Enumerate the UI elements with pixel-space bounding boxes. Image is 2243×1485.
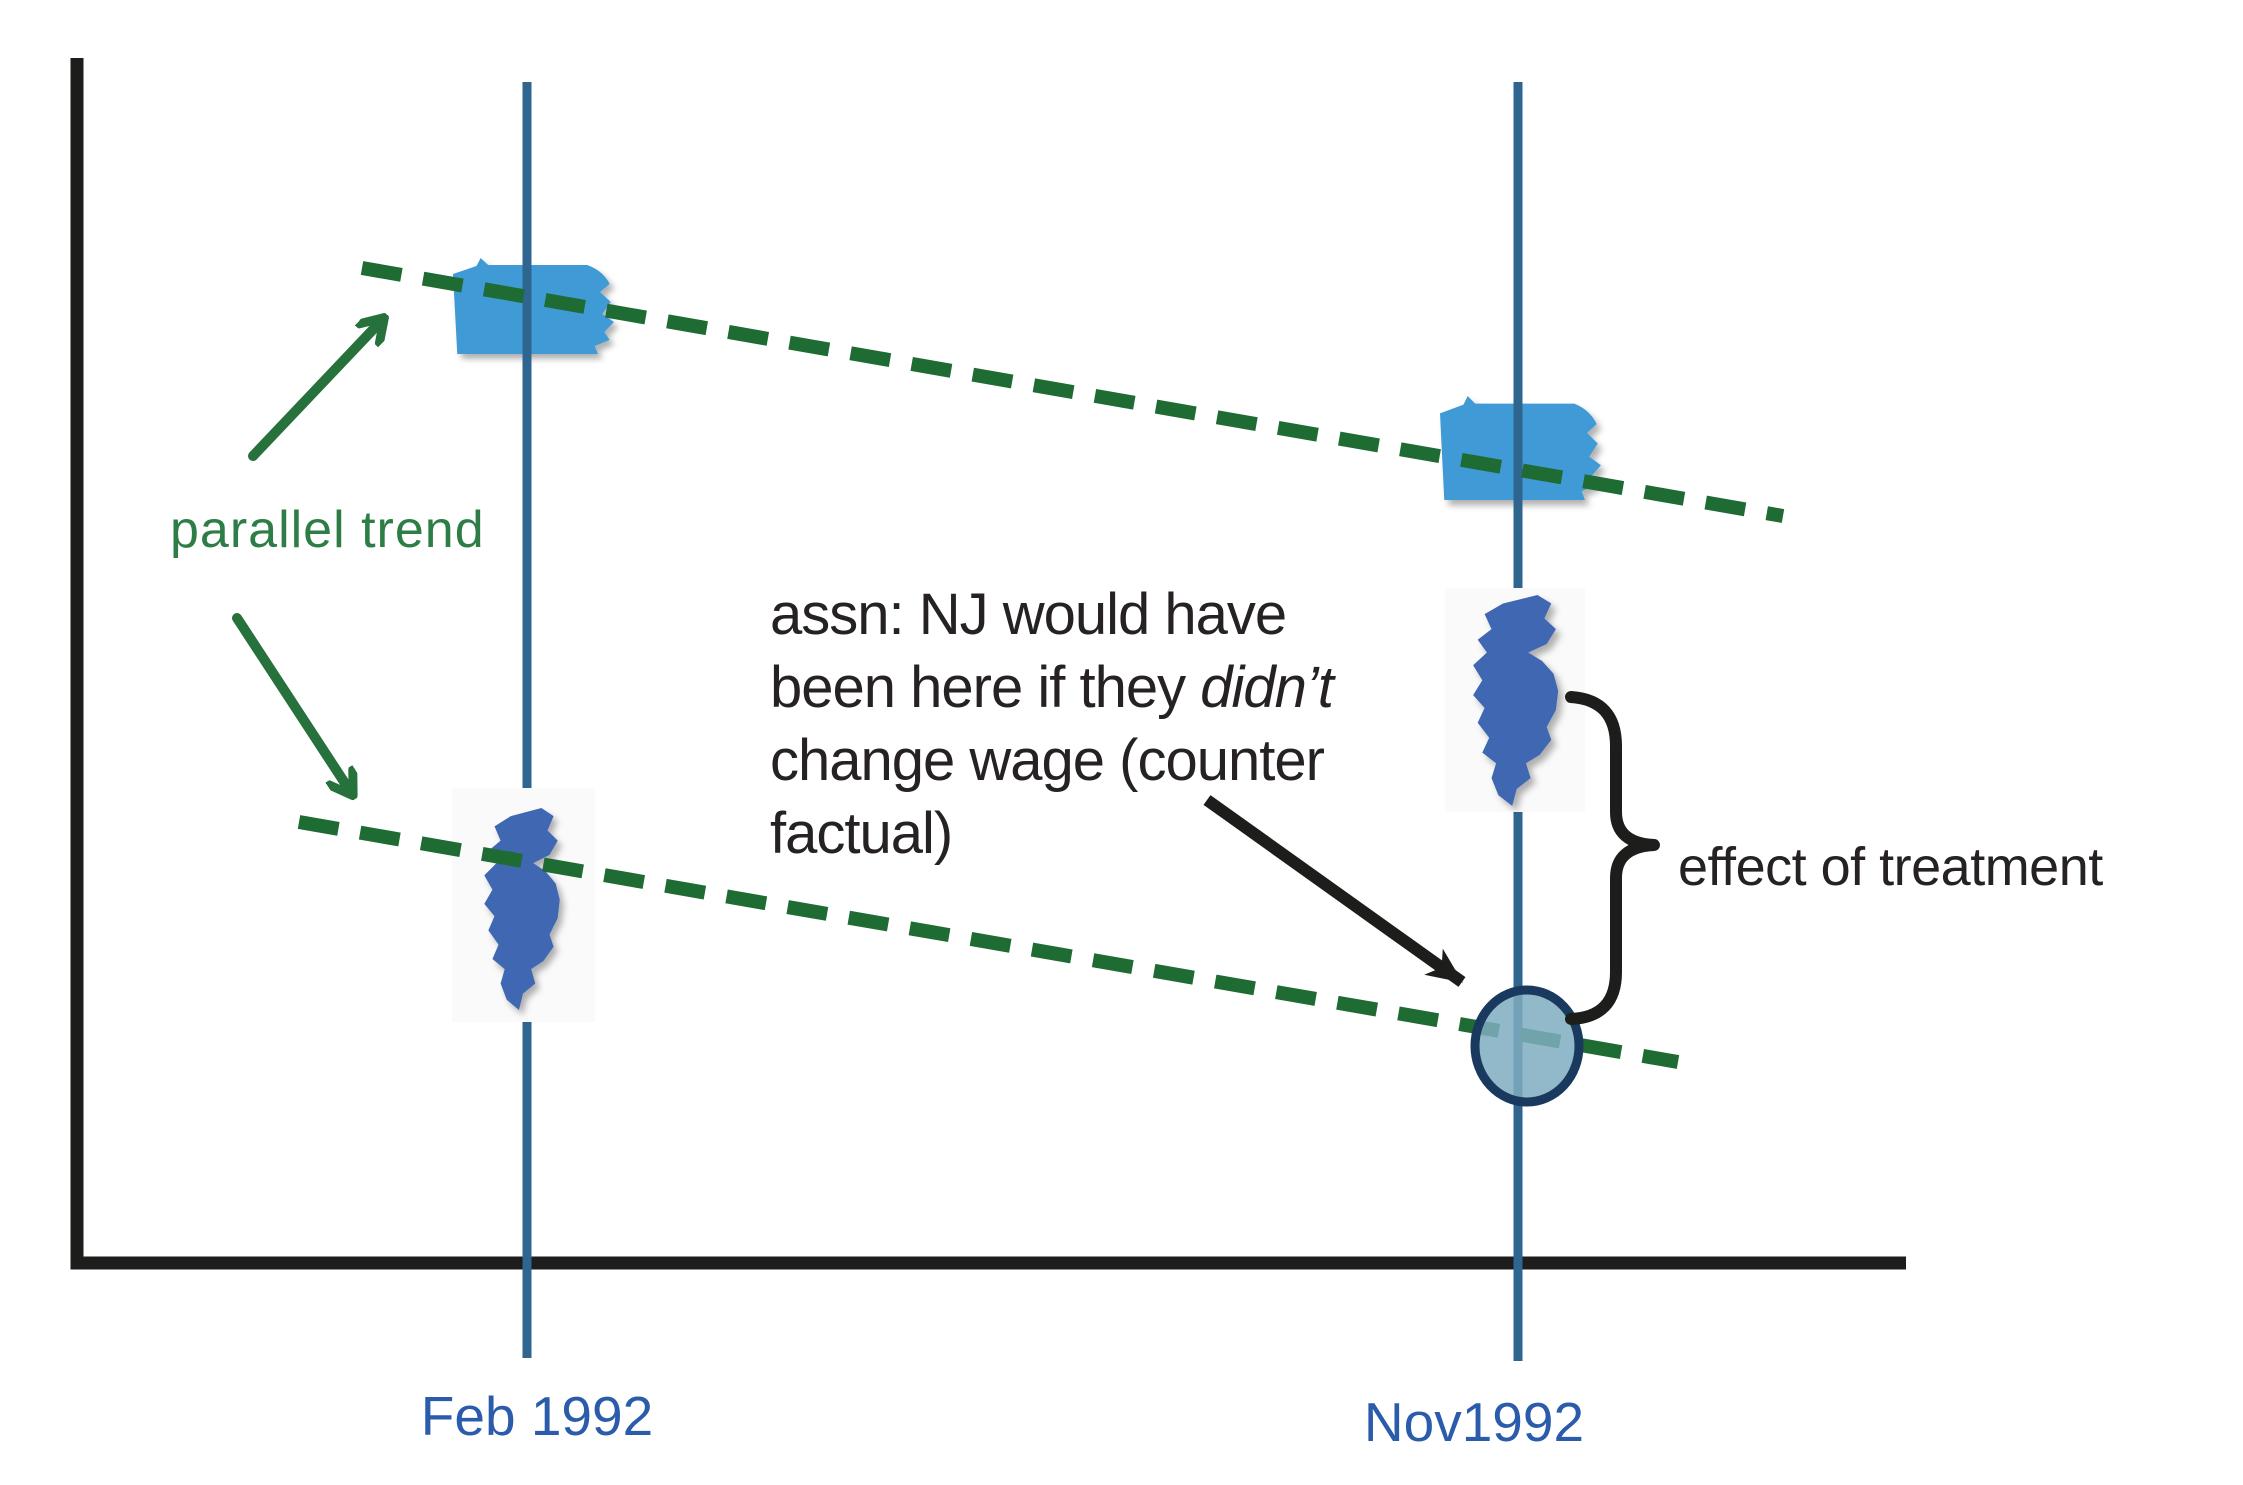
counterfactual-note-line4: factual) [770,801,953,866]
parallel-trend-arrow-lower [232,613,352,794]
axes [70,58,1906,1270]
counterfactual-arrow [1203,795,1466,987]
feb-1992-tick-label: Feb 1992 [420,1385,654,1447]
upper-parallel-trend-line [360,261,1785,523]
counterfactual-note-italic: didn’t [1200,655,1334,720]
counterfactual-note-line2: been here if they didn’t [770,655,1334,720]
counterfactual-note-line1: assn: NJ would have [770,582,1287,647]
counterfactual-note: assn: NJ would have been here if they di… [770,578,1334,870]
nov-1992-tick-label: Nov1992 [1363,1391,1585,1453]
pennsylvania-map-icon-feb [453,258,614,354]
parallel-trend-label: parallel trend [170,501,485,559]
lower-parallel-trend-line [297,815,1680,1069]
effect-of-treatment-label: effect of treatment [1678,837,2103,897]
counterfactual-note-line3: change wage (counter [770,728,1325,793]
counterfactual-circle [1470,985,1584,1107]
effect-brace [1565,691,1660,1025]
parallel-trend-arrow-upper [248,319,383,461]
